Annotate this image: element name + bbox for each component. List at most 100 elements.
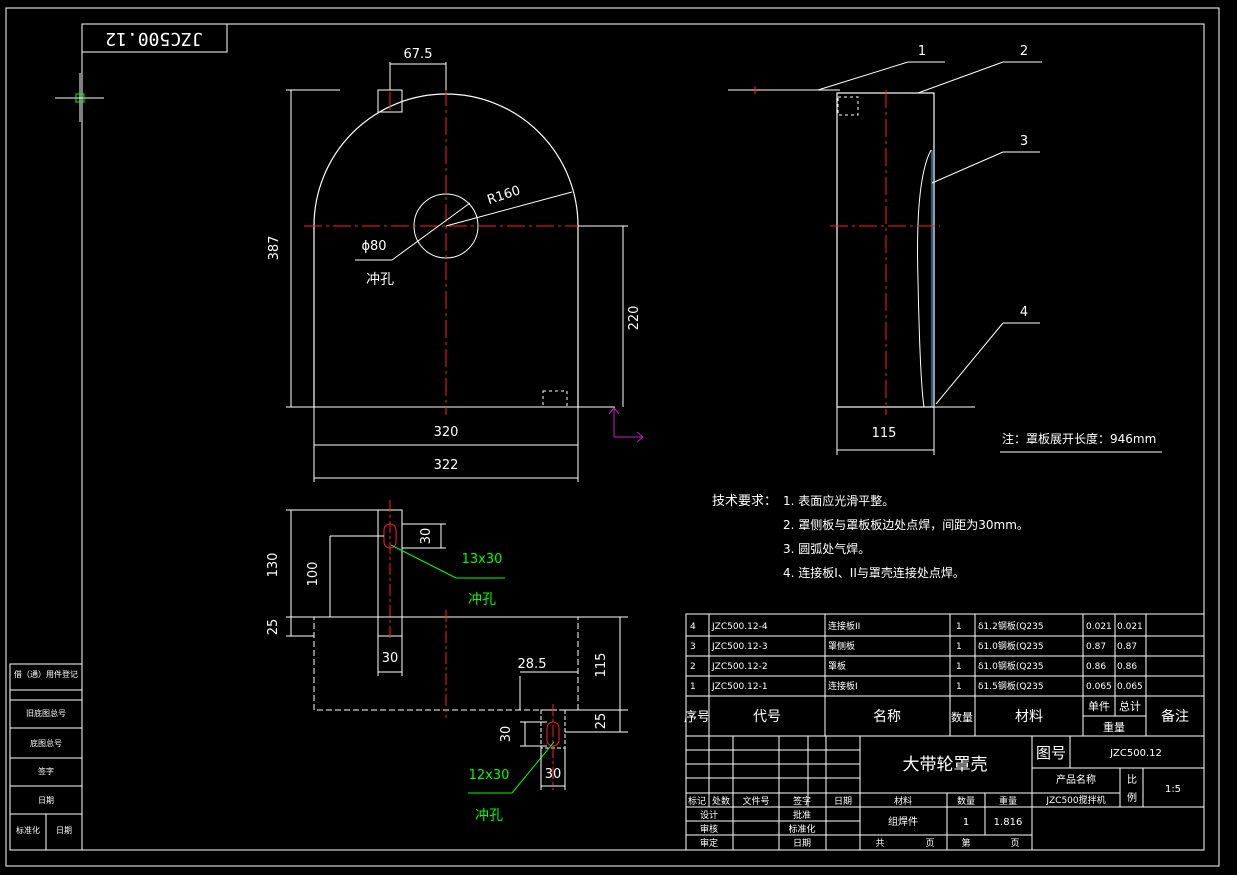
side-strip-label: 借（通）用件登记: [14, 669, 78, 679]
sheet-total-unit: 页: [925, 838, 934, 849]
bom-header-qty: 数量: [951, 711, 973, 724]
dim-28-5: 28.5: [518, 657, 547, 672]
hole-note: 冲孔: [366, 272, 394, 288]
bom-no: 2: [690, 662, 696, 672]
dim-100: 100: [306, 562, 321, 587]
balloon-3: 3: [1020, 134, 1028, 149]
dim-30-lower: 30: [499, 726, 514, 743]
hidden-tab: [542, 390, 568, 408]
drawing-no: JZC500.12: [1109, 748, 1162, 759]
flipped-drawing-number: JZC500.12: [105, 28, 203, 49]
sheet-no-unit: 页: [1010, 838, 1019, 849]
bom-w1: 0.065: [1086, 682, 1112, 692]
part-name: 大带轮罩壳: [903, 755, 988, 775]
rev-header: 签字: [793, 795, 811, 807]
material-label: 材料: [894, 795, 912, 807]
bom-w2: 0.86: [1117, 662, 1137, 672]
row-label-mid: 标准化: [788, 823, 815, 835]
crosshair-cursor-icon: [55, 73, 104, 122]
dim-30-bottom: 30: [382, 651, 399, 666]
bom-qty: 1: [956, 642, 962, 652]
slot-bottom-label: 12x30: [469, 768, 510, 783]
dim-320: 320: [434, 425, 459, 440]
side-strip-label: 底图总号: [30, 738, 62, 748]
side-strip-label: 标准化: [16, 825, 40, 835]
dim-322: 322: [434, 458, 459, 473]
dim-220: 220: [627, 306, 642, 331]
assembly-type: 组焊件: [888, 815, 918, 828]
bom-qty: 1: [956, 662, 962, 672]
bom-material: δ1.0钢板(Q235: [978, 640, 1044, 652]
side-view: 1 2 3 4 115 注：罩板展开长度：946mm: [728, 44, 1162, 455]
scale-value: 1:5: [1165, 784, 1181, 795]
bom-qty: 1: [956, 622, 962, 632]
qty-label: 数量: [957, 795, 975, 807]
bom-code: JZC500.12-2: [711, 662, 768, 672]
dim-115-side: 115: [872, 426, 897, 441]
bom-code: JZC500.12-3: [711, 642, 768, 652]
dim-67-5: 67.5: [404, 47, 433, 62]
tech-item: 2. 罩侧板与罩板板边处点焊，间距为30mm。: [783, 517, 1029, 532]
bom-material: δ1.2钢板(Q235: [978, 620, 1044, 632]
bom-header-total: 总计: [1119, 699, 1141, 713]
tech-requirements: 技术要求： 1. 表面应光滑平整。 2. 罩侧板与罩板板边处点焊，间距为30mm…: [712, 493, 1029, 580]
dim-130: 130: [266, 553, 281, 578]
bom-no: 4: [690, 622, 696, 632]
bom-header-code: 代号: [753, 709, 781, 725]
front-view: 67.5 387 R160 ϕ80 冲孔 220 320 322: [267, 47, 644, 482]
rev-header: 日期: [834, 796, 852, 807]
dim-25-left: 25: [266, 619, 281, 636]
rev-header: 标记: [688, 795, 706, 807]
bom-code: JZC500.12-1: [711, 682, 768, 692]
balloon-1: 1: [918, 44, 926, 59]
sheet-total: 共: [875, 838, 884, 849]
bom-w1: 0.87: [1086, 642, 1106, 652]
scale-label-2: 例: [1127, 791, 1137, 804]
bom-header-single: 单件: [1088, 700, 1110, 713]
bom-w1: 0.86: [1086, 662, 1106, 672]
tech-item: 4. 连接板I、II与罩壳连接处点焊。: [783, 565, 965, 580]
bom-material: δ1.5钢板(Q235: [978, 680, 1044, 692]
unfold-note: 注：罩板展开长度：946mm: [1002, 431, 1156, 446]
dim-30-top: 30: [419, 528, 434, 545]
drawing-no-label: 图号: [1036, 744, 1066, 762]
bom-name: 罩侧板: [828, 640, 855, 652]
bom-name: 连接板II: [828, 620, 860, 632]
side-strip-label: 日期: [56, 826, 72, 835]
sheet-outer-border: [5, 7, 1220, 867]
row-label: 审定: [700, 837, 718, 849]
side-curve: [917, 149, 932, 408]
bom-code: JZC500.12-4: [711, 622, 768, 632]
tech-item: 3. 圆弧处气焊。: [783, 541, 870, 556]
ucs-axis-icon: [608, 407, 644, 443]
bom-w2: 0.065: [1117, 682, 1143, 692]
bom-name: 罩板: [828, 660, 846, 672]
bom-rows: 4 JZC500.12-4 连接板II 1 δ1.2钢板(Q235 0.021 …: [690, 620, 1143, 692]
bom-header-material: 材料: [1015, 709, 1043, 725]
slot-top-note: 冲孔: [468, 592, 496, 608]
bom-w1: 0.021: [1086, 622, 1112, 632]
bom-w2: 0.021: [1117, 622, 1143, 632]
product-name: JZC500搅拌机: [1045, 794, 1105, 806]
dim-r160: R160: [485, 183, 522, 208]
dim-387: 387: [267, 236, 282, 261]
dim-phi80: ϕ80: [361, 239, 386, 254]
bom-w2: 0.87: [1117, 642, 1137, 652]
scale-label-1: 比: [1127, 774, 1137, 786]
slot-top-label: 13x30: [462, 552, 503, 567]
bom-name: 连接板I: [828, 680, 858, 692]
dim-30-bottom2: 30: [545, 767, 562, 782]
bom-material: δ1.0钢板(Q235: [978, 660, 1044, 672]
rev-header: 文件号: [742, 795, 769, 807]
sheet-no: 第: [961, 837, 970, 849]
slot-bottom-note: 冲孔: [475, 808, 503, 824]
bom-header-name: 名称: [873, 709, 901, 725]
side-strip-label: 日期: [38, 796, 54, 805]
product-label: 产品名称: [1056, 773, 1096, 786]
rev-header: 处数: [712, 795, 730, 807]
tech-heading: 技术要求：: [712, 494, 777, 509]
bom-qty: 1: [956, 682, 962, 692]
row-label: 设计: [700, 809, 718, 821]
bom-header-no: 序号: [684, 710, 710, 725]
